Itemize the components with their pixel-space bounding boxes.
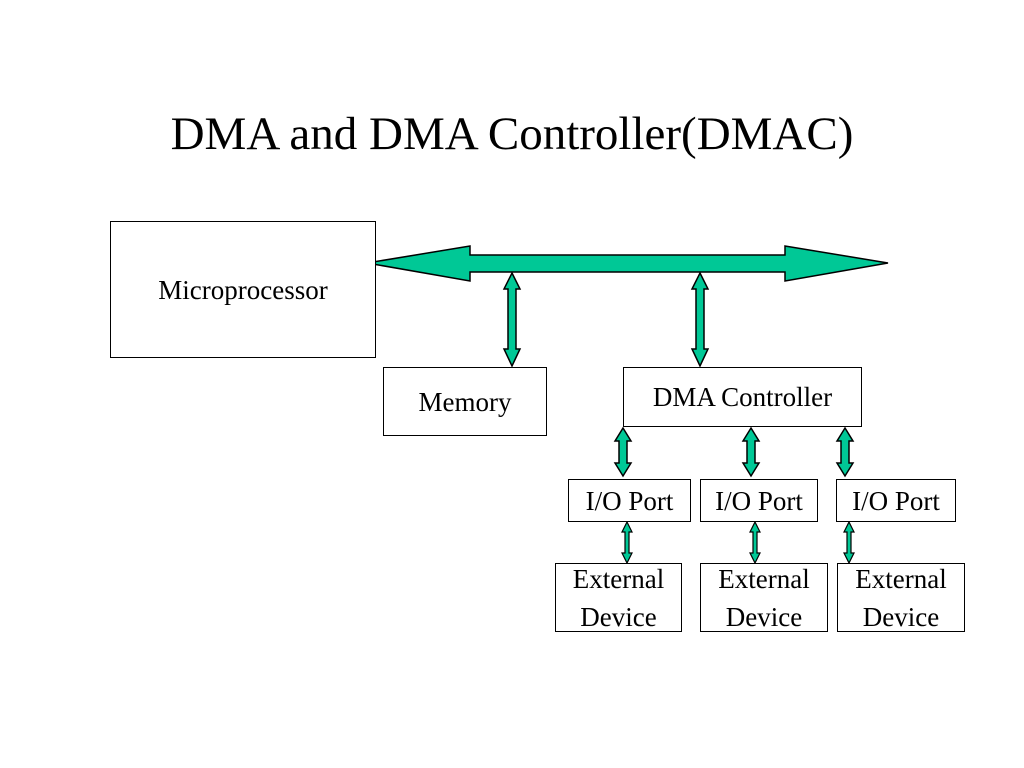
io-port-label: I/O Port [715, 485, 803, 516]
io-port-block-2: I/O Port [700, 479, 818, 522]
io-port-label: I/O Port [585, 485, 674, 516]
memory-label: Memory [418, 386, 512, 417]
dma-controller-block: DMA Controller [623, 367, 862, 427]
external-device-block-1: External Device [555, 563, 682, 632]
memory-block: Memory [383, 367, 547, 436]
external-device-line1: External [718, 563, 810, 594]
dmac-io-arrow-3 [835, 426, 855, 478]
io-device-arrow-2 [749, 520, 761, 565]
io-port-block-1: I/O Port [568, 479, 691, 522]
io-port-block-3: I/O Port [836, 479, 956, 522]
memory-bus-arrow [502, 271, 522, 368]
dmac-bus-arrow [690, 271, 710, 368]
io-device-arrow-1 [621, 520, 633, 565]
external-device-line1: External [572, 563, 665, 594]
slide-title: DMA and DMA Controller(DMAC) [170, 108, 854, 160]
external-device-block-3: External Device [837, 563, 965, 632]
external-device-line2: Device [725, 601, 803, 632]
external-device-line2: Device [862, 601, 940, 632]
dmac-io-arrow-1 [613, 426, 633, 478]
external-device-block-2: External Device [700, 563, 828, 632]
external-device-line2: Device [580, 601, 657, 632]
io-device-arrow-3 [843, 520, 855, 565]
dmac-io-arrow-2 [741, 426, 761, 478]
microprocessor-label: Microprocessor [158, 274, 328, 305]
system-bus-arrow [366, 245, 889, 282]
external-device-line1: External [855, 563, 947, 594]
microprocessor-block: Microprocessor [110, 221, 376, 358]
dma-controller-label: DMA Controller [652, 382, 833, 412]
io-port-label: I/O Port [852, 485, 940, 516]
